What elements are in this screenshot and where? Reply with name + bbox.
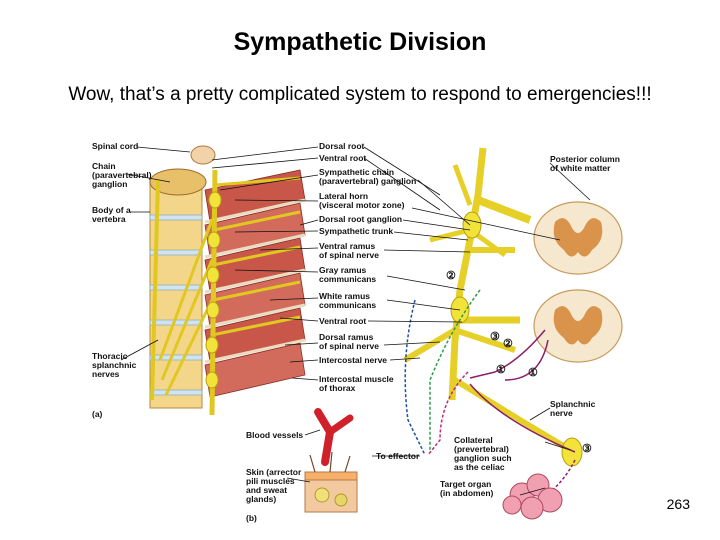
label-target-organ: Target organ (in abdomen)	[440, 479, 494, 498]
label-ventral-root-2: Ventral root	[319, 316, 367, 326]
pathway-lines	[404, 289, 576, 495]
label-intercostal-muscle: Intercostal muscle of thorax	[319, 374, 394, 393]
label-spinal-cord: Spinal cord	[92, 141, 139, 151]
pathway-number-1-b: ①	[528, 367, 538, 379]
spinal-cord-section-lower	[533, 289, 623, 363]
label-dorsal-root-ganglion: Dorsal root ganglion	[319, 214, 403, 224]
label-dorsal-ramus: Dorsal ramus of spinal nerve	[319, 332, 379, 351]
label-lateral-horn: Lateral horn (visceral motor zone)	[319, 191, 405, 210]
panel-a-label: (a)	[92, 409, 103, 419]
label-chain-ganglion: Chain (paravertebral) ganglion	[92, 161, 152, 189]
label-splanchnic-nerve: Splanchnic nerve	[550, 399, 596, 418]
pathway-number-2-a: ②	[446, 270, 456, 282]
label-body-of-vertebra: Body of a vertebra	[92, 205, 131, 224]
label-gray-ramus: Gray ramus communicans	[319, 265, 377, 284]
vertebra-discs	[149, 214, 203, 396]
label-collateral-ganglion: Collateral (prevertebral) ganglion such …	[454, 435, 512, 472]
vertebra-body-top	[149, 168, 207, 196]
spinal-cord-section-upper	[533, 201, 623, 275]
pathway-number-3-a: ③	[490, 331, 500, 343]
slide-title: Sympathetic Division	[233, 28, 487, 56]
label-thoracic-splanchnic: Thoracic splanchnic nerves	[92, 351, 137, 379]
label-blood-vessels: Blood vessels	[246, 430, 304, 440]
slide-subtitle: Wow, that’s a pretty complicated system …	[68, 84, 652, 105]
label-dorsal-root: Dorsal root	[319, 141, 365, 151]
page-number: 263	[666, 496, 690, 512]
label-ventral-ramus: Ventral ramus of spinal nerve	[319, 241, 379, 260]
ribs	[204, 198, 306, 364]
label-posterior-column: Posterior column of white matter	[550, 154, 620, 173]
pathway-number-3-b: ③	[582, 443, 592, 455]
chain-ganglia	[205, 191, 222, 389]
label-ventral-root: Ventral root	[319, 153, 367, 163]
spinal-cord-section	[190, 145, 216, 165]
label-white-ramus: White ramus communicans	[319, 291, 377, 310]
leader-lines	[120, 146, 591, 496]
label-intercostal-nerve: Intercostal nerve	[319, 355, 388, 365]
label-sympathetic-trunk: Sympathetic trunk	[319, 226, 394, 236]
pathway-number-1-a: ①	[496, 364, 506, 376]
skin-section	[304, 451, 358, 513]
panel-b-label: (b)	[246, 513, 257, 523]
label-sympathetic-chain-ganglion: Sympathetic chain (paravertebral) gangli…	[319, 167, 417, 186]
vertebral-column	[149, 145, 216, 409]
pathway-number-2-b: ②	[503, 338, 513, 350]
target-organ-intestine	[502, 473, 563, 520]
label-to-effector: To effector	[376, 451, 420, 461]
label-skin: Skin (arrector pili muscles and sweat gl…	[246, 467, 302, 504]
blood-vessel	[314, 408, 354, 466]
